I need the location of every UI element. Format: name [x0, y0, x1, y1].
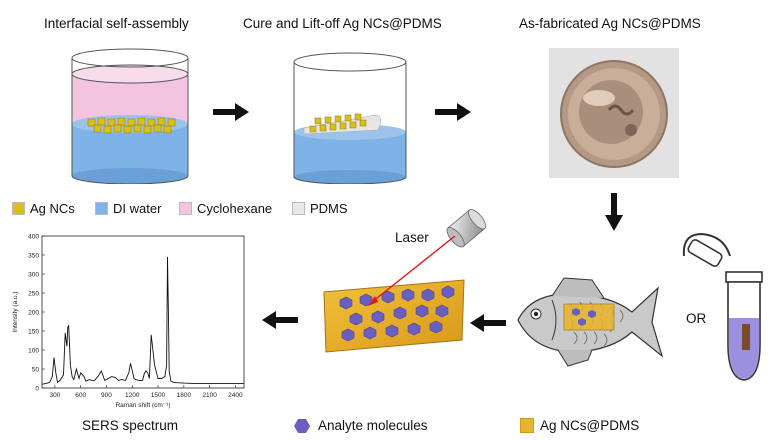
x-tick-label: 600 — [75, 392, 86, 399]
arrow-left-1 — [262, 311, 298, 329]
legend-swatch-water — [95, 202, 108, 215]
arrow-left-2 — [470, 314, 506, 332]
y-tick-label: 50 — [32, 367, 40, 374]
legend-swatch-cyclohexane — [179, 202, 192, 215]
or-label: OR — [686, 311, 707, 326]
y-tick-label: 100 — [28, 348, 39, 355]
legend-swatch-pdms — [292, 202, 305, 215]
y-axis-label: Intensity (a.u.) — [12, 291, 19, 332]
sers-substrate — [323, 236, 465, 353]
y-tick-label: 0 — [35, 386, 39, 393]
legend-label-ag: Ag NCs — [30, 201, 75, 216]
y-tick-label: 250 — [28, 291, 39, 298]
arrow-right-2 — [435, 103, 471, 121]
legend-label-water: DI water — [113, 201, 162, 216]
y-tick-label: 400 — [28, 234, 39, 241]
arrow-right-1 — [213, 103, 249, 121]
fabricated-film-photo — [549, 48, 679, 178]
y-tick-label: 150 — [28, 329, 39, 336]
step1-title: Interfacial self-assembly — [44, 16, 189, 31]
legend-di-water: DI water — [95, 201, 161, 216]
step3-title: As-fabricated Ag NCs@PDMS — [519, 16, 701, 31]
x-tick-label: 300 — [49, 392, 60, 399]
x-tick-label: 2400 — [228, 392, 243, 399]
x-tick-label: 1200 — [125, 392, 140, 399]
x-tick-label: 1800 — [177, 392, 192, 399]
legend-ag-ncs: Ag NCs — [12, 201, 75, 216]
analyte-label: Analyte molecules — [318, 418, 428, 433]
legend-label-cyclohexane: Cyclohexane — [197, 201, 273, 216]
step2-title: Cure and Lift-off Ag NCs@PDMS — [243, 16, 442, 31]
laser-device — [446, 209, 487, 248]
spectrum-line — [41, 256, 244, 385]
sers-spectrum-chart: 0 50 100 150 200 250 300 350 400 300 600 900 1200 150… — [12, 234, 245, 409]
beaker-lift-off — [293, 52, 407, 184]
legend-cyclohexane: Cyclohexane — [179, 201, 272, 216]
arrow-down — [605, 193, 623, 231]
y-tick-label: 300 — [28, 272, 39, 279]
ag-pdms-label: Ag NCs@PDMS — [540, 418, 640, 433]
y-tick-label: 200 — [28, 310, 39, 317]
ag-pdms-swatch-icon — [520, 418, 534, 433]
legend-swatch-ag — [12, 202, 25, 215]
legend-pdms: PDMS — [292, 201, 348, 216]
analyte-hexagon-icon — [294, 419, 310, 433]
y-tick-label: 350 — [28, 253, 39, 260]
x-tick-label: 2100 — [202, 392, 217, 399]
centrifuge-tube — [682, 232, 763, 381]
x-tick-label: 900 — [101, 392, 112, 399]
sers-spectrum-label: SERS spectrum — [82, 418, 179, 433]
beaker-self-assembly — [71, 48, 189, 184]
laser-label: Laser — [395, 230, 429, 245]
x-axis-label: Raman shift (cm⁻¹) — [115, 402, 170, 409]
fish-sample — [517, 277, 664, 367]
plot-frame — [41, 235, 245, 389]
x-tick-label: 1500 — [151, 392, 166, 399]
legend-label-pdms: PDMS — [310, 201, 348, 216]
